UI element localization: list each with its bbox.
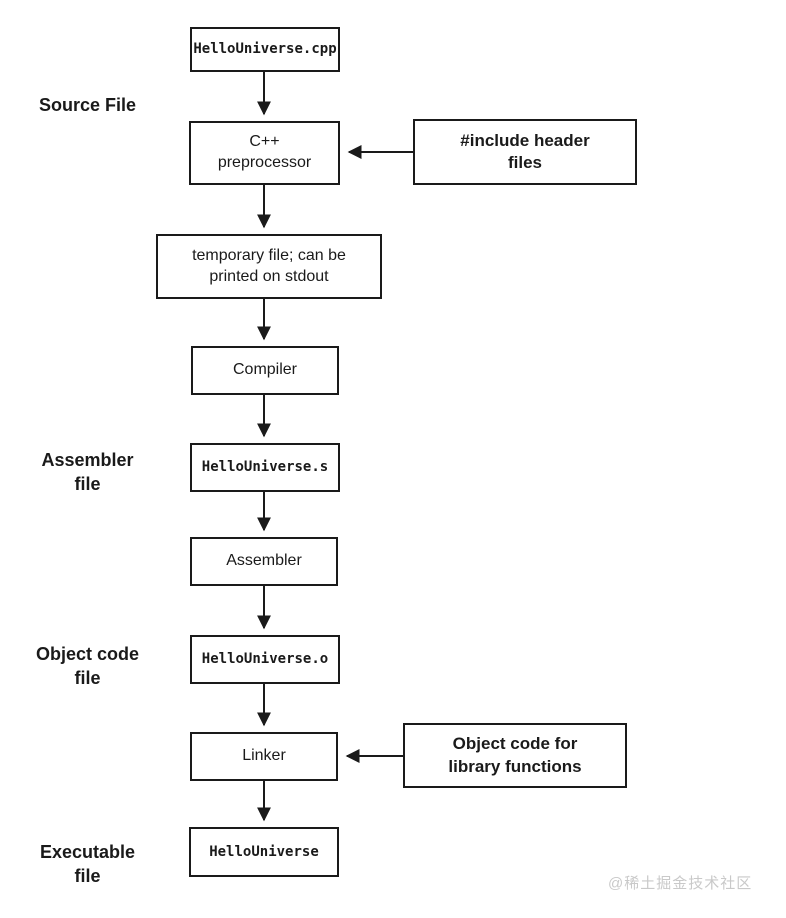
node-linker-box: Linker xyxy=(190,732,338,781)
node-library-object-box: Object code for library functions xyxy=(403,723,627,788)
node-assembly-file-box: HelloUniverse.s xyxy=(190,443,340,492)
node-preprocessor-box: C++ preprocessor xyxy=(189,121,340,185)
node-assembler-box: Assembler xyxy=(190,537,338,586)
watermark-text: @稀土掘金技术社区 xyxy=(608,875,753,892)
stage-label-assembler-file: Assembler file xyxy=(41,450,134,495)
node-compiler-box: Compiler xyxy=(191,346,339,395)
node-include-header-box: #include header files xyxy=(413,119,637,185)
stage-label-source-file: Source File xyxy=(38,95,137,115)
node-source-file-box: HelloUniverse.cpp xyxy=(190,27,340,72)
stage-label-executable-file: Executable file xyxy=(39,842,136,887)
node-temp-file-box: temporary file; can be printed on stdout xyxy=(156,234,382,299)
node-object-file-box: HelloUniverse.o xyxy=(190,635,340,684)
node-executable-file-box: HelloUniverse xyxy=(189,827,339,877)
stage-label-object-code-file: Object code file xyxy=(35,644,140,689)
